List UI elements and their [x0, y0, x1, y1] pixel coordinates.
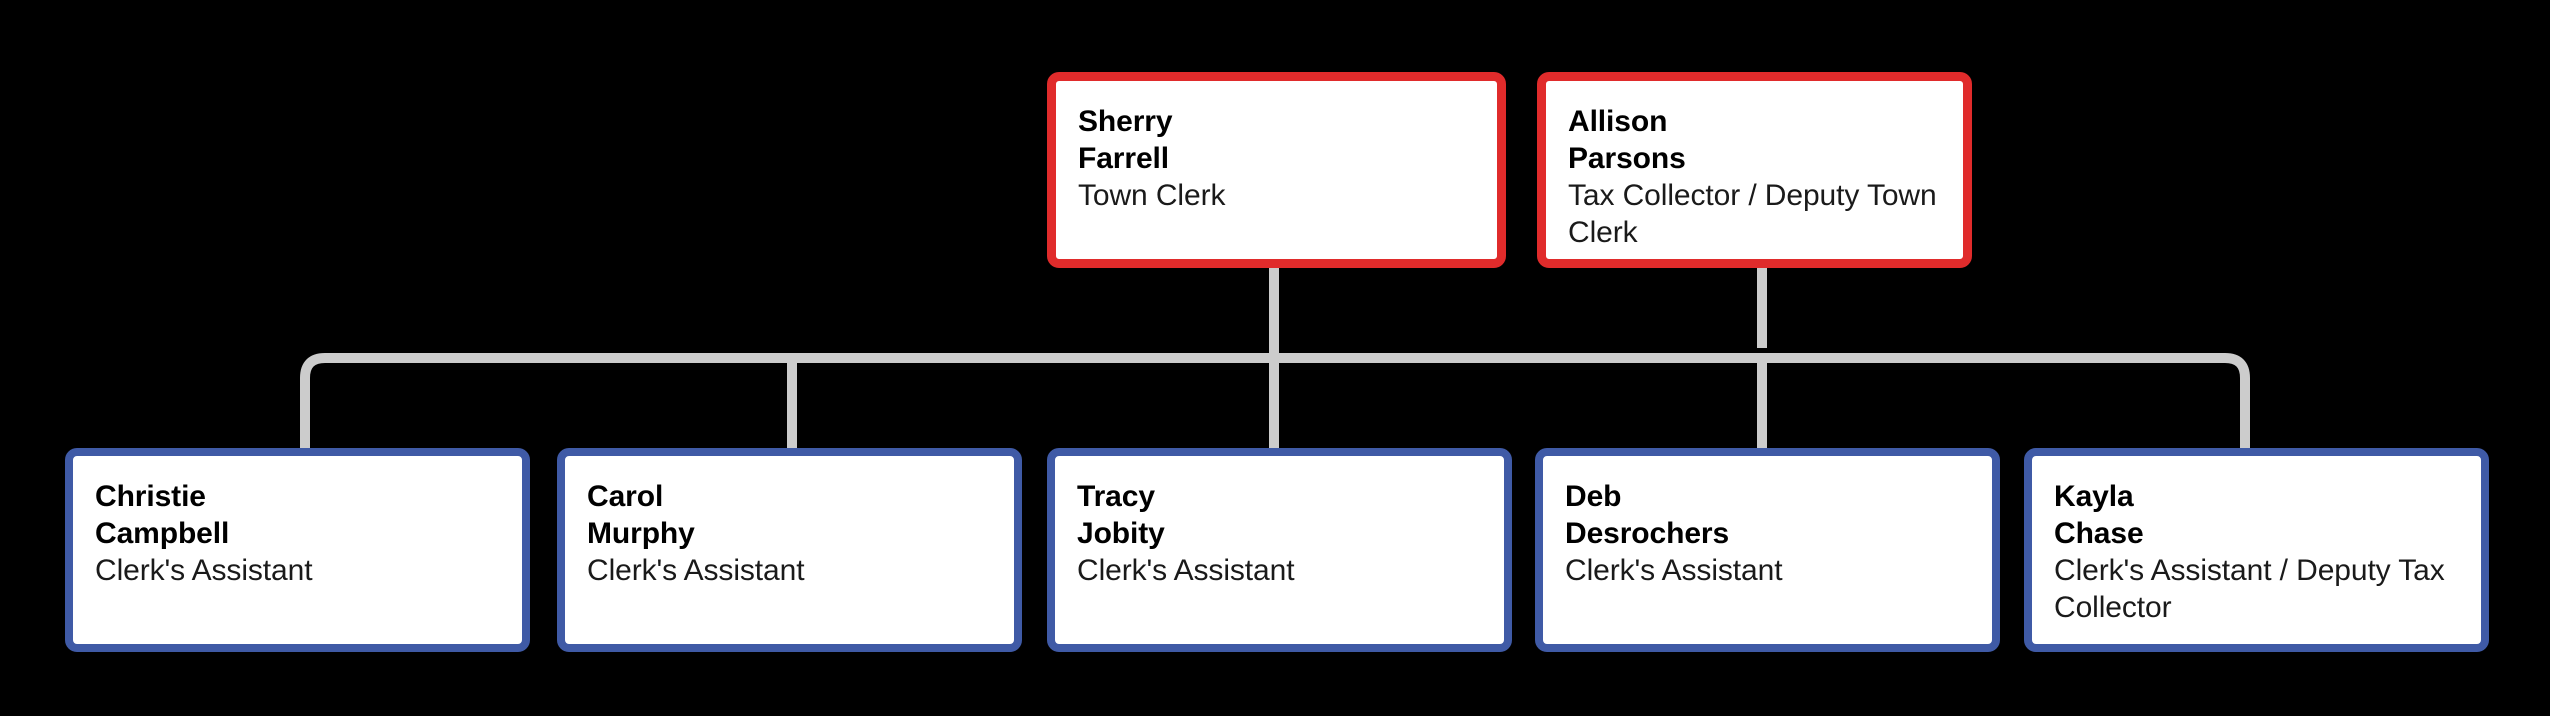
node-name: Tracy Jobity	[1077, 480, 1165, 551]
org-node-christie-campbell[interactable]: Christie Campbell Clerk's Assistant	[65, 448, 530, 652]
node-name: Allison Parsons	[1568, 105, 1686, 176]
org-node-tracy-jobity[interactable]: Tracy Jobity Clerk's Assistant	[1047, 448, 1512, 652]
node-title: Clerk's Assistant	[1077, 554, 1295, 588]
org-node-carol-murphy[interactable]: Carol Murphy Clerk's Assistant	[557, 448, 1022, 652]
org-node-deb-desrochers[interactable]: Deb Desrochers Clerk's Assistant	[1535, 448, 2000, 652]
org-node-allison-parsons[interactable]: Allison Parsons Tax Collector / Deputy T…	[1537, 72, 1972, 268]
node-title: Clerk's Assistant / Deputy Tax Collector	[2054, 554, 2445, 625]
org-node-sherry-farrell[interactable]: Sherry Farrell Town Clerk	[1047, 72, 1506, 268]
node-name: Sherry Farrell	[1078, 105, 1173, 176]
node-title: Tax Collector / Deputy Town Clerk	[1568, 179, 1937, 250]
node-title: Clerk's Assistant	[1565, 554, 1783, 588]
node-title: Town Clerk	[1078, 179, 1226, 213]
node-name: Carol Murphy	[587, 480, 695, 551]
org-node-kayla-chase[interactable]: Kayla Chase Clerk's Assistant / Deputy T…	[2024, 448, 2489, 652]
node-name: Kayla Chase	[2054, 480, 2144, 551]
node-name: Deb Desrochers	[1565, 480, 1730, 551]
node-name: Christie Campbell	[95, 480, 230, 551]
node-title: Clerk's Assistant	[95, 554, 313, 588]
node-title: Clerk's Assistant	[587, 554, 805, 588]
